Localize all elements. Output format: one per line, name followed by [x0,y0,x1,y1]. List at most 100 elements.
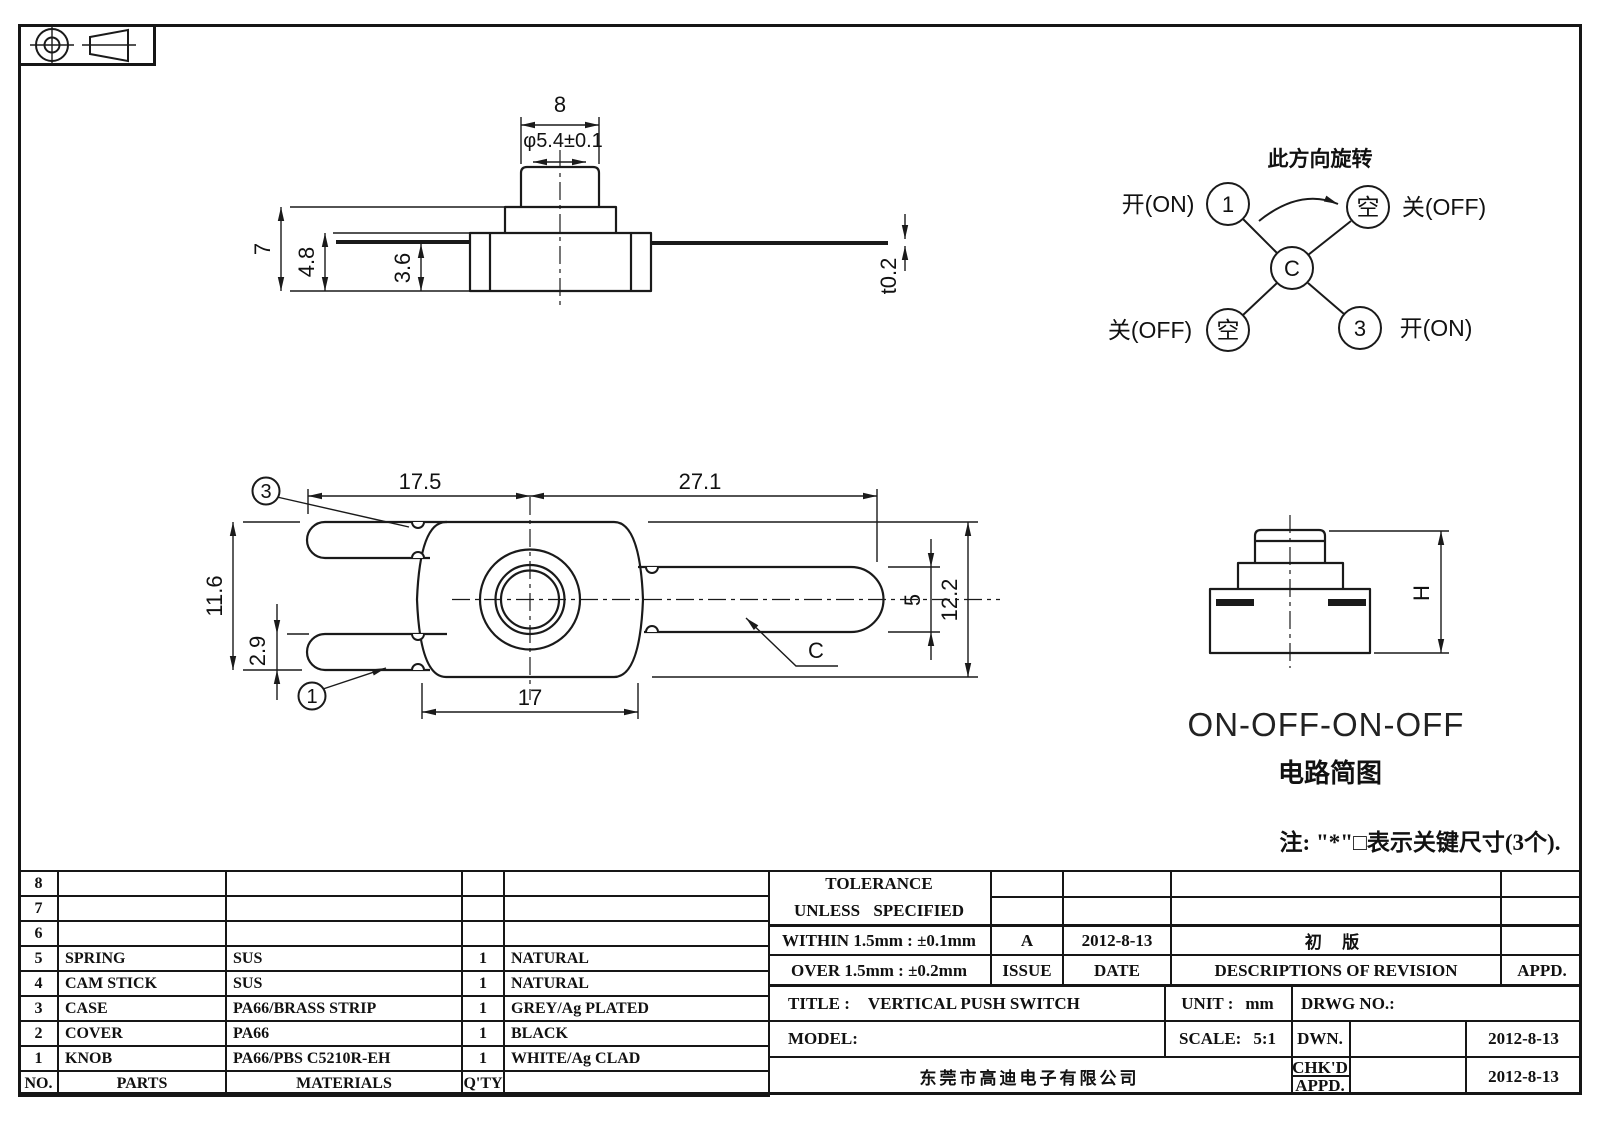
parts-row-6: 6 [18,920,770,947]
dwn-date: 2012-8-13 [1488,1029,1559,1048]
row-no: 7 [18,895,59,922]
terminal-empty-top-circle [1346,185,1390,229]
row-parts: COVER [57,1020,227,1047]
dwn-label: DWN. [1297,1029,1343,1048]
rotation-title: 此方向旋转 [1268,147,1373,171]
row-qty: 1 [461,1045,505,1072]
row-qty: 1 [461,995,505,1022]
parts-row-1: 1 KNOB PA66/PBS C5210R-EH 1 WHITE/Ag CLA… [18,1045,770,1072]
row-parts [57,870,227,897]
row-no: 6 [18,920,59,947]
top-view-drawing: 17.5 27.1 11.6 2.9 17 5 [202,469,1000,719]
parts-row-5: 5 SPRING SUS 1 NATURAL [18,945,770,972]
rotation-arrow [1258,195,1339,222]
parts-row-2: 2 COVER PA66 1 BLACK [18,1020,770,1047]
dim-lead-height: 3.6 [390,253,415,284]
rotation-diagram: 此方向旋转 1 空 C 空 3 开(ON) 关(OFF) 关(OFF) 开(ON… [1108,147,1486,352]
row-materials [225,920,463,947]
dim-knob-diameter: φ5.4±0.1 [523,130,603,152]
date-label: DATE [1094,960,1140,980]
revision-label: DESCRIPTIONS OF REVISION [1214,960,1458,980]
row-materials [225,895,463,922]
row-no: 2 [18,1020,59,1047]
model-label: MODEL: [788,1029,858,1048]
col-header-qty: Q'TY [461,1070,505,1097]
projection-symbol-box [18,24,156,66]
terminal-empty-top-label: 空 [1357,194,1380,220]
switch-type-label: ON-OFF-ON-OFF [1188,706,1465,743]
terminal-3-circle [1338,306,1382,350]
tolerance-subtitle: UNLESS SPECIFIED [793,901,965,920]
row-no: 4 [18,970,59,997]
side-view-drawing: 8 φ5.4±0.1 7 4.8 3.6 t0.2 [250,92,909,306]
state-off-bottom-left: 关(OFF) [1108,317,1192,343]
tolerance-title: TOLERANCE [825,874,933,893]
balloon-3 [251,476,281,506]
appd-column-label: APPD. [1517,960,1567,980]
row-parts: KNOB [57,1045,227,1072]
issue-label: ISSUE [1002,960,1052,980]
row-finish: NATURAL [503,945,770,972]
parts-row-4: 4 CAM STICK SUS 1 NATURAL [18,970,770,997]
row-no: 1 [18,1045,59,1072]
scale-cell: SCALE: 5:1 [1164,1022,1291,1056]
dim-lead-thickness: t0.2 [876,258,901,295]
row-parts: SPRING [57,945,227,972]
common-terminal-label: C [808,638,824,663]
title-value: VERTICAL PUSH SWITCH [867,994,1080,1013]
row-qty: 1 [461,1020,505,1047]
tolerance-over: OVER 1.5mm : ±0.2mm [790,960,967,980]
row-materials: PA66/BRASS STRIP [225,995,463,1022]
terminal-common-label: C [1284,256,1300,281]
row-parts [57,920,227,947]
row-materials: PA66/PBS C5210R-EH [225,1045,463,1072]
unit-value: mm [1245,994,1274,1013]
chkd-label: CHK'D [1292,1057,1348,1077]
dim-total-height: 7 [250,243,275,255]
terminal-1-label: 1 [1222,192,1234,217]
row-finish [503,870,770,897]
revision-value: 初 版 [1304,933,1368,952]
parts-table: 8 7 6 5 SPRING SUS 1 NATURAL [18,870,770,1097]
row-qty [461,870,505,897]
balloon-1 [297,681,327,711]
issue-value: A [1020,930,1034,950]
dim-body-width: 17 [518,685,542,710]
state-on-top-left: 开(ON) [1122,191,1195,217]
chk-appd-date: 2012-8-13 [1488,1066,1559,1086]
dim-lead-width: 2.9 [245,636,270,667]
row-qty [461,895,505,922]
left-lead [336,240,470,244]
right-lead [651,241,888,245]
row-finish: NATURAL [503,970,770,997]
terminal-empty-bottom-circle [1206,308,1250,352]
drawing-border [18,24,1582,1095]
appd-label: APPD. [1295,1076,1345,1095]
row-parts: CAM STICK [57,970,227,997]
dim-lead-span: 11.6 [202,575,227,616]
issue-date-value: 2012-8-13 [1081,930,1153,950]
terminal-empty-bottom-label: 空 [1217,317,1240,343]
front-view-drawing: H ON-OFF-ON-OFF 电路简图 [1188,515,1465,788]
balloon-1-label: 1 [306,686,317,708]
row-finish [503,895,770,922]
parts-row-8: 8 [18,870,770,897]
terminal-1-circle [1206,182,1250,226]
col-header-parts: PARTS [57,1070,227,1097]
row-materials [225,870,463,897]
state-on-bottom-right: 开(ON) [1400,315,1473,341]
projection-angle-icon [30,26,136,64]
row-qty [461,920,505,947]
row-materials: PA66 [225,1020,463,1047]
title-label: TITLE : [788,994,850,1013]
parts-row-3: 3 CASE PA66/BRASS STRIP 1 GREY/Ag PLATED [18,995,770,1022]
row-finish: WHITE/Ag CLAD [503,1045,770,1072]
scale-value: 5:1 [1253,1029,1277,1048]
dim-right-length: 27.1 [679,469,722,494]
balloon-3-label: 3 [260,481,271,503]
company-name: 东莞市高迪电子有限公司 [919,1069,1140,1088]
title-cell: TITLE : VERTICAL PUSH SWITCH [768,988,1164,1020]
row-no: 3 [18,995,59,1022]
